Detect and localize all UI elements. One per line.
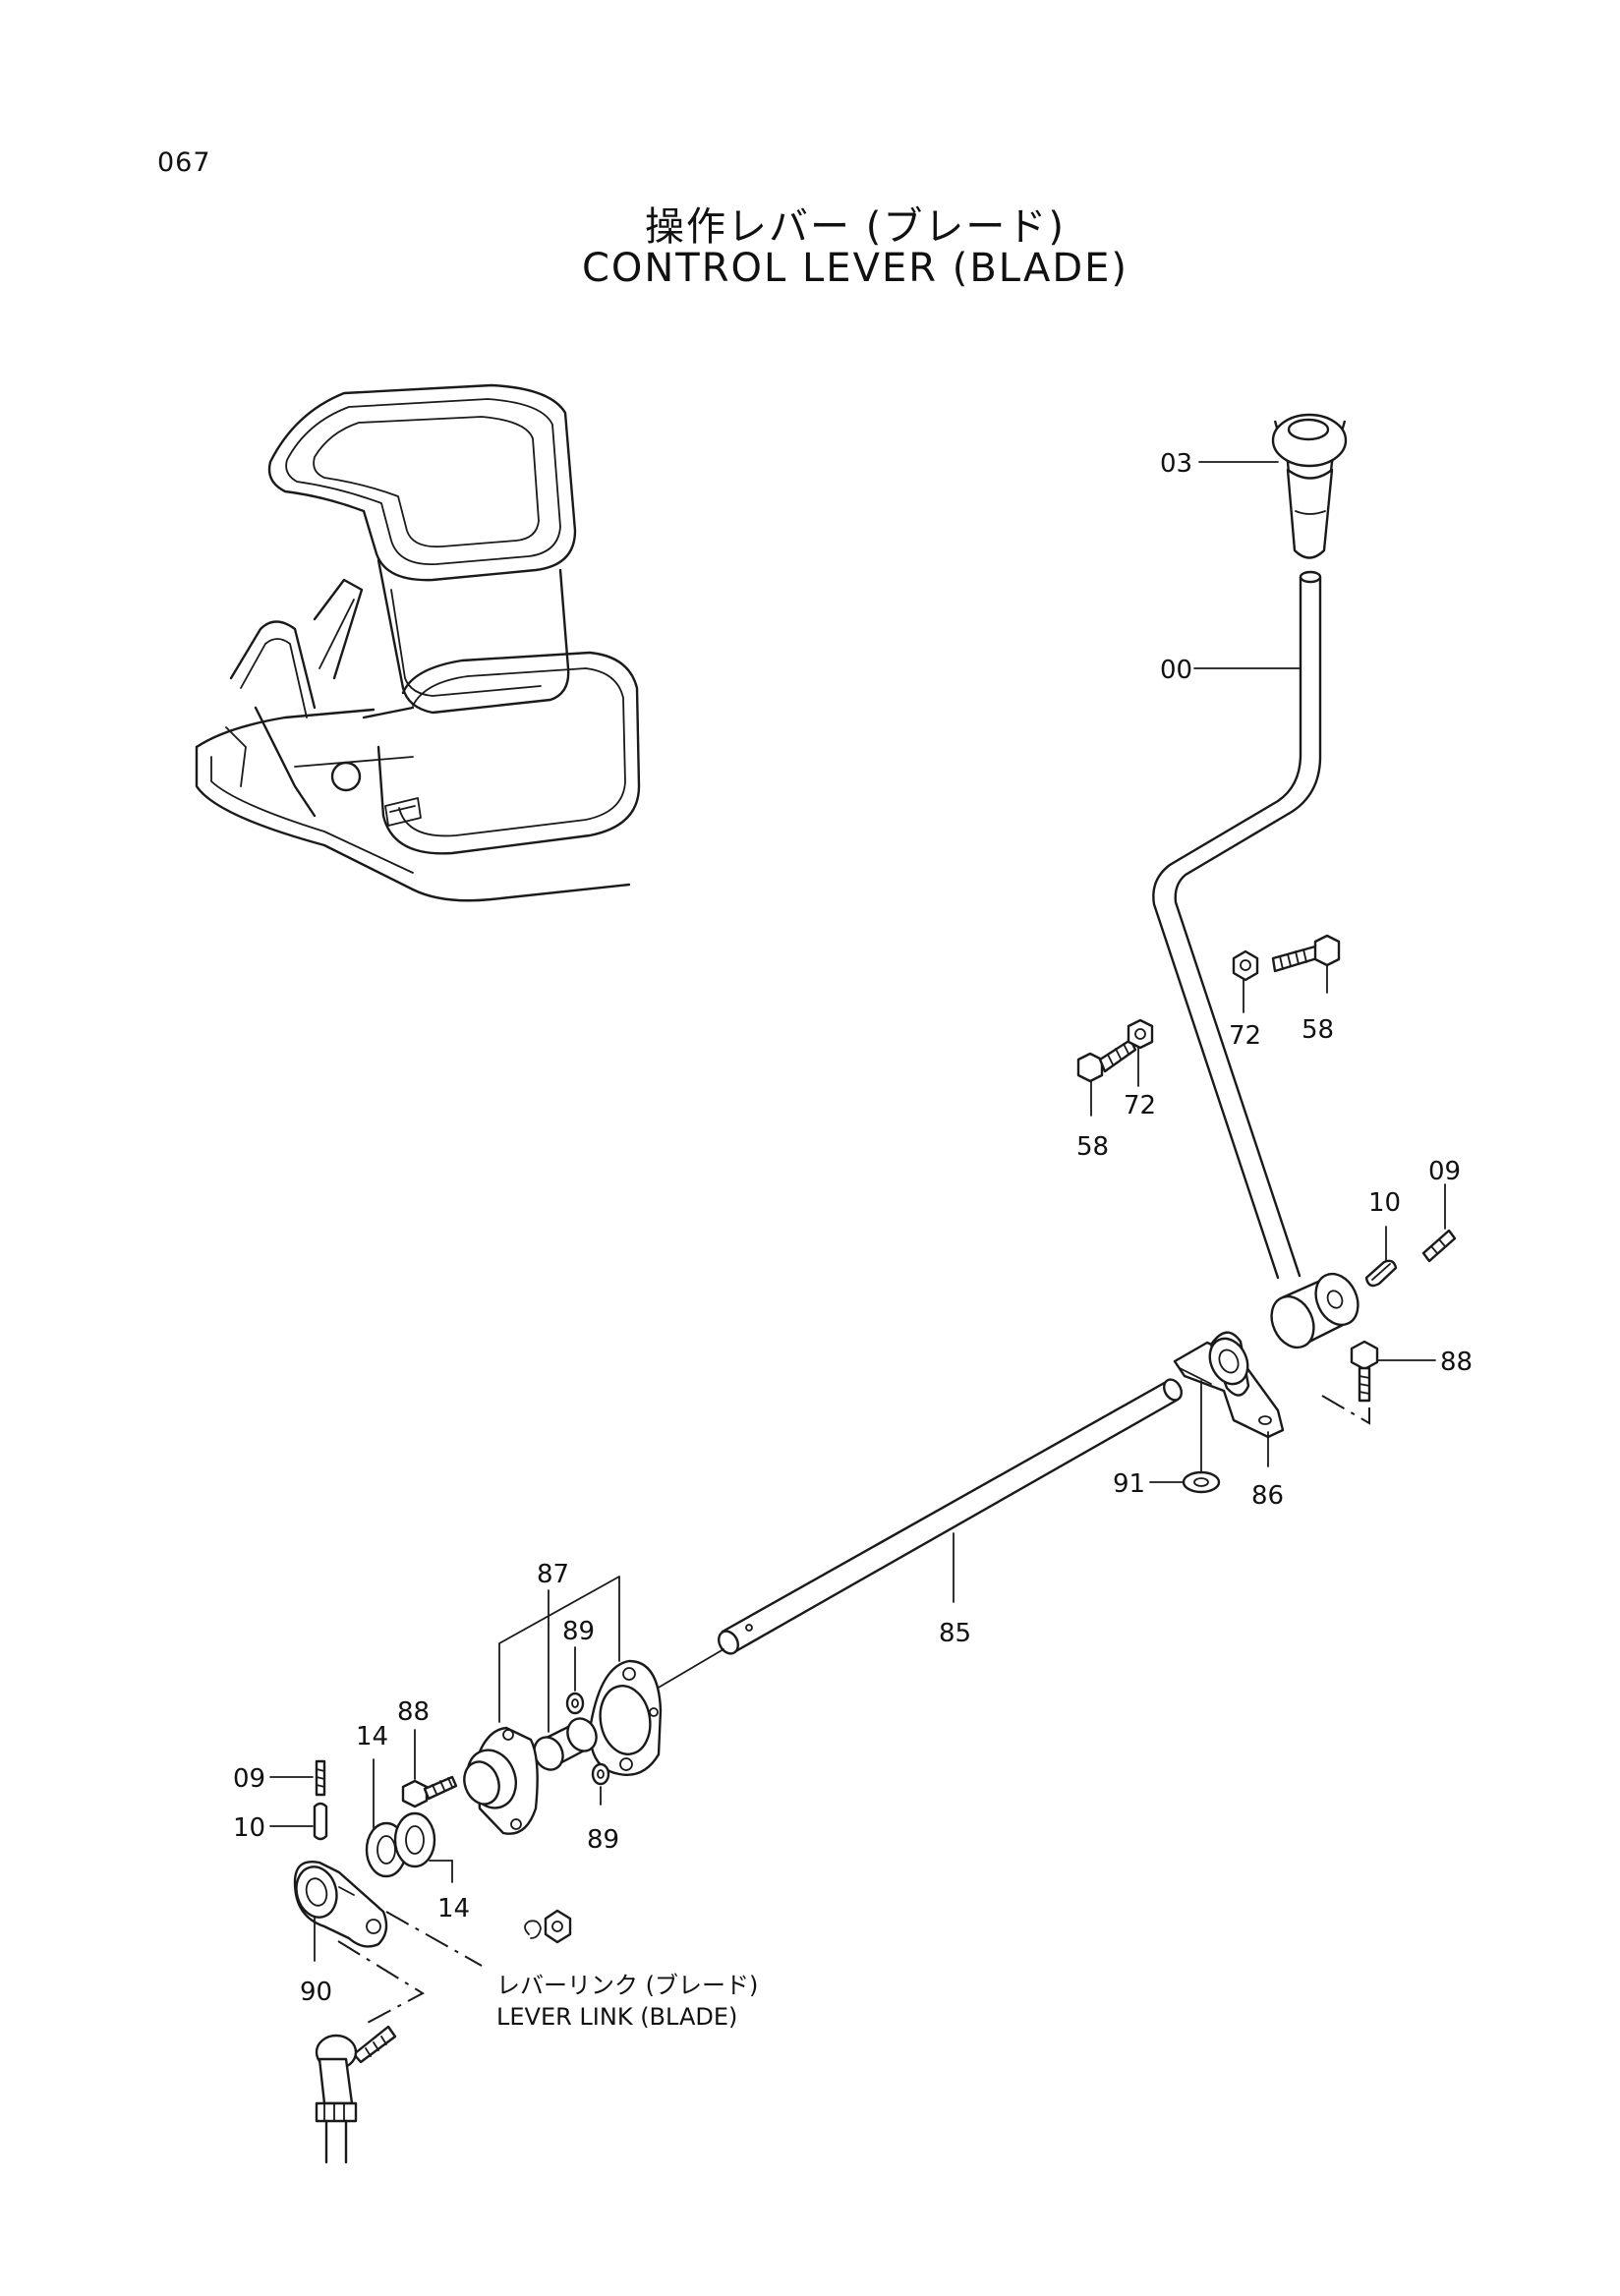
nut-and-lock-washer: [524, 1909, 572, 1944]
blade-shaft: [718, 1378, 1183, 1655]
callout-10-left: 10: [233, 1813, 265, 1843]
reference-label-english: LEVER LINK (BLADE): [496, 2003, 737, 2031]
flange-housing: [463, 1726, 539, 1835]
lever-link-rod-end: [315, 2025, 397, 2164]
control-lever-rod: [1152, 570, 1322, 1280]
callout-86: 86: [1251, 1481, 1284, 1511]
washer-89-lower: [591, 1762, 610, 1786]
leader-line: [656, 1648, 724, 1690]
callout-72-left: 72: [1124, 1091, 1156, 1120]
callout-10-right: 10: [1368, 1188, 1401, 1218]
callout-91: 91: [1113, 1469, 1145, 1499]
callout-89-upper: 89: [562, 1617, 595, 1646]
callout-90: 90: [300, 1978, 332, 2007]
callout-88-left: 88: [397, 1697, 430, 1727]
callout-03: 03: [1160, 449, 1192, 479]
page-number: 067: [157, 147, 211, 178]
bolt-88-left: [401, 1775, 458, 1808]
mounting-plate: [588, 1659, 663, 1776]
lever-knob: [1271, 413, 1348, 559]
shaft-bracket: [1173, 1331, 1285, 1439]
bolt-88-right: [1350, 1340, 1379, 1403]
callout-88-right: 88: [1440, 1348, 1473, 1377]
bolt-nut-set-upper-right: [1232, 934, 1341, 982]
bolt-nut-set-upper-left: [1076, 1018, 1154, 1083]
assembly-axis-line: [337, 1940, 426, 2026]
callout-14-lower: 14: [437, 1894, 470, 1923]
callout-58-left: 58: [1076, 1132, 1109, 1162]
callout-00: 00: [1160, 656, 1192, 685]
pin-set-upper-right: [1364, 1229, 1457, 1288]
callout-87: 87: [537, 1560, 569, 1589]
washer-89-upper: [565, 1692, 585, 1715]
callout-14-upper: 14: [356, 1722, 388, 1751]
leader-bracket: [498, 1576, 620, 1723]
washer-14-pair: [365, 1811, 436, 1878]
callout-58-right: 58: [1302, 1015, 1334, 1045]
callout-09-left: 09: [233, 1764, 265, 1794]
callout-72-right: 72: [1229, 1021, 1261, 1051]
washer-91: [1182, 1470, 1221, 1494]
lever-boss: [1270, 1272, 1360, 1349]
machine-context-illustration: [195, 383, 641, 902]
title-japanese: 操作レバー (ブレード): [645, 204, 1066, 250]
reference-label-japanese: レバーリンク (ブレード): [496, 1972, 758, 1999]
lever-arm: [293, 1861, 388, 1948]
callout-89-lower: 89: [587, 1825, 619, 1855]
assembly-axis-line: [1321, 1395, 1370, 1425]
bushing: [533, 1717, 598, 1771]
pin-set-left: [313, 1759, 328, 1841]
callout-09-right: 09: [1428, 1157, 1461, 1186]
callout-85: 85: [939, 1619, 971, 1648]
title-english: CONTROL LEVER (BLADE): [581, 246, 1129, 291]
assembly-axis-line: [385, 1911, 483, 1967]
